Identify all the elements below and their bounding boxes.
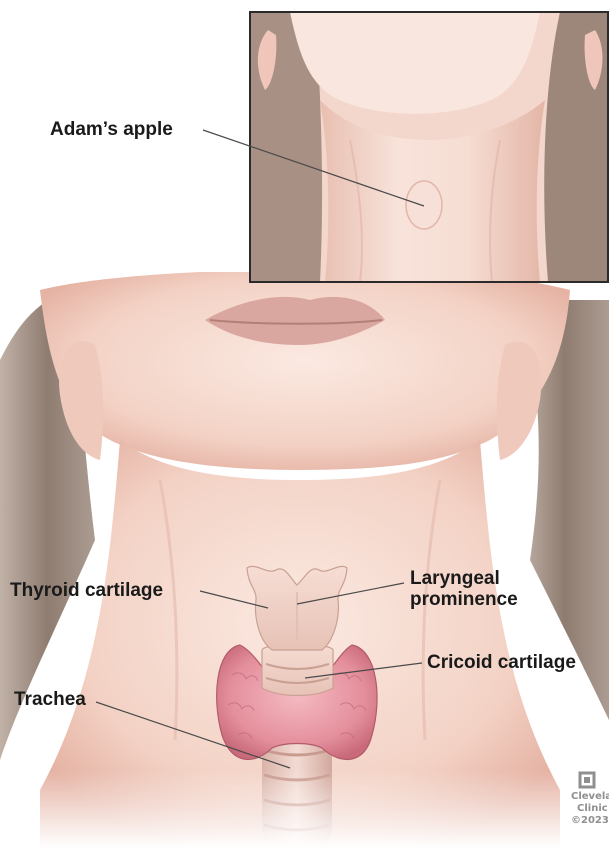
main-figure	[0, 272, 609, 848]
label-adams-apple: Adam’s apple	[50, 119, 173, 140]
label-laryngeal-prominence: Laryngeal prominence	[410, 568, 518, 610]
logo-line2: Clinic	[571, 803, 609, 815]
label-trachea: Trachea	[14, 689, 86, 710]
logo-line1: Cleveland	[571, 791, 609, 803]
adams-apple-bump	[406, 181, 442, 229]
label-cricoid-cartilage: Cricoid cartilage	[427, 652, 576, 673]
label-laryngeal-line2: prominence	[410, 589, 518, 610]
label-laryngeal-line1: Laryngeal	[410, 568, 518, 589]
logo-line3: ©2023	[571, 815, 609, 827]
label-thyroid-cartilage: Thyroid cartilage	[10, 580, 163, 601]
logo-text: Cleveland Clinic ©2023	[571, 791, 609, 827]
ear-right	[497, 341, 542, 460]
inset-view	[250, 12, 609, 282]
